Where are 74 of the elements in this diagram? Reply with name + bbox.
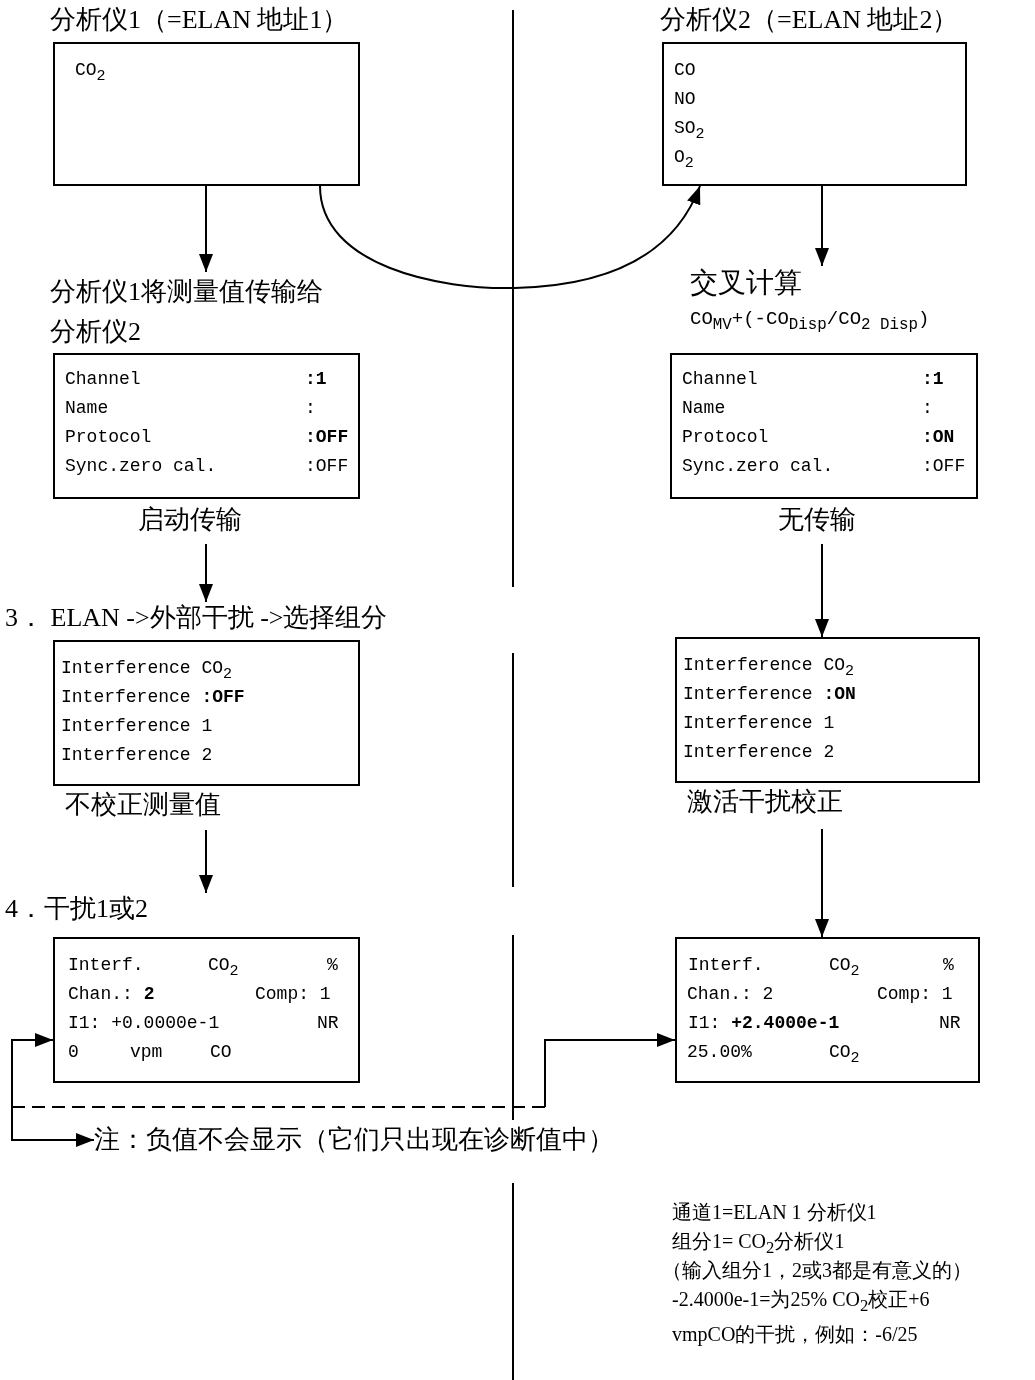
- display-text: Interference :ON: [683, 683, 856, 706]
- display-text: CO: [674, 59, 696, 82]
- display-text: SO$_{2}$: [674, 117, 705, 145]
- display-text: :OFF: [305, 455, 349, 478]
- arrow: [199, 829, 213, 894]
- node-label: 激活干扰校正: [687, 786, 843, 818]
- display-text: Interference 1: [683, 712, 835, 735]
- arrow: [815, 185, 829, 267]
- display-text: I1: +2.4000e-1: [688, 1012, 840, 1035]
- display-text: CO: [210, 1041, 232, 1064]
- heading: 3． ELAN ->外部干扰 ->选择组分: [5, 602, 388, 634]
- note-text: （输入组分1，2或3都是有意义的）: [662, 1258, 972, 1283]
- heading: 分析仪1（=ELAN 地址1）: [50, 4, 349, 36]
- display-text: O$_{2}$: [674, 146, 694, 174]
- display-text: Chan.: 2: [68, 983, 155, 1006]
- display-text: CO$_{2}$: [75, 59, 106, 87]
- display-text: Interference 2: [61, 744, 213, 767]
- node-label: 不校正测量值: [65, 789, 221, 821]
- display-text: :OFF: [305, 426, 349, 449]
- display-text: NR: [939, 1012, 961, 1035]
- connector-arrow: [11, 1033, 676, 1108]
- display-text: :: [305, 397, 316, 420]
- display-text: Interference :OFF: [61, 686, 245, 709]
- formula-text: CO$_{MV}$+(-CO$_{Disp}$/CO$_{2 Disp}$): [690, 307, 930, 336]
- note-text: 通道1=ELAN 1 分析仪1: [672, 1200, 877, 1225]
- node-label: 启动传输: [138, 504, 242, 536]
- arrow: [199, 543, 213, 603]
- display-text: :1: [305, 368, 327, 391]
- display-text: CO$_{2}$: [208, 954, 239, 982]
- node-label: 无传输: [778, 504, 856, 536]
- display-text: NR: [317, 1012, 339, 1035]
- display-text: Interference 1: [61, 715, 213, 738]
- display-text: :1: [922, 368, 944, 391]
- display-text: %: [327, 954, 338, 977]
- arrow: [815, 828, 829, 938]
- display-text: :: [922, 397, 933, 420]
- heading: 分析仪1将测量值传输给分析仪2: [50, 276, 324, 348]
- heading: 交叉计算: [690, 266, 802, 300]
- display-text: :ON: [922, 426, 955, 449]
- display-text: Channel: [65, 368, 141, 391]
- display-text: Chan.: 2: [687, 983, 774, 1006]
- arrow: [815, 543, 829, 638]
- display-text: Channel: [682, 368, 758, 391]
- display-text: %: [943, 954, 954, 977]
- display-text: Sync.zero cal.: [682, 455, 834, 478]
- display-text: Interference CO$_{2}$: [683, 654, 855, 682]
- display-text: Interf.: [68, 954, 144, 977]
- display-text: Interference CO$_{2}$: [61, 657, 233, 685]
- display-text: CO$_{2}$: [829, 1041, 860, 1069]
- heading: 4．干扰1或2: [5, 893, 148, 925]
- note-text: 组分1= CO$_{2}$分析仪1: [672, 1229, 845, 1259]
- display-text: I1: +0.0000e-1: [68, 1012, 220, 1035]
- display-text: Protocol: [682, 426, 769, 449]
- display-text: Name: [682, 397, 726, 420]
- display-text: Comp: 1: [255, 983, 331, 1006]
- display-text: 0: [68, 1041, 79, 1064]
- display-text: NO: [674, 88, 696, 111]
- curved-arrow: [319, 185, 701, 289]
- display-text: Sync.zero cal.: [65, 455, 217, 478]
- arrow: [199, 185, 213, 273]
- display-text: Interf.: [688, 954, 764, 977]
- display-text: CO$_{2}$: [829, 954, 860, 982]
- display-text: vpm: [130, 1041, 163, 1064]
- display-text: :OFF: [922, 455, 966, 478]
- display-text: Name: [65, 397, 109, 420]
- display-text: Protocol: [65, 426, 152, 449]
- connector-arrow: [11, 1106, 95, 1147]
- connector-arrow: [11, 1033, 54, 1108]
- display-text: 25.00%: [687, 1041, 752, 1064]
- note-text: 注：负值不会显示（它们只出现在诊断值中）: [94, 1124, 694, 1156]
- display-text: Comp: 1: [877, 983, 953, 1006]
- heading: 分析仪2（=ELAN 地址2）: [660, 4, 959, 36]
- note-text: -2.4000e-1=为25% CO$_{2}$校正+6 vmpCO的干扰，例如：-6/25: [672, 1287, 931, 1348]
- display-text: Interference 2: [683, 741, 835, 764]
